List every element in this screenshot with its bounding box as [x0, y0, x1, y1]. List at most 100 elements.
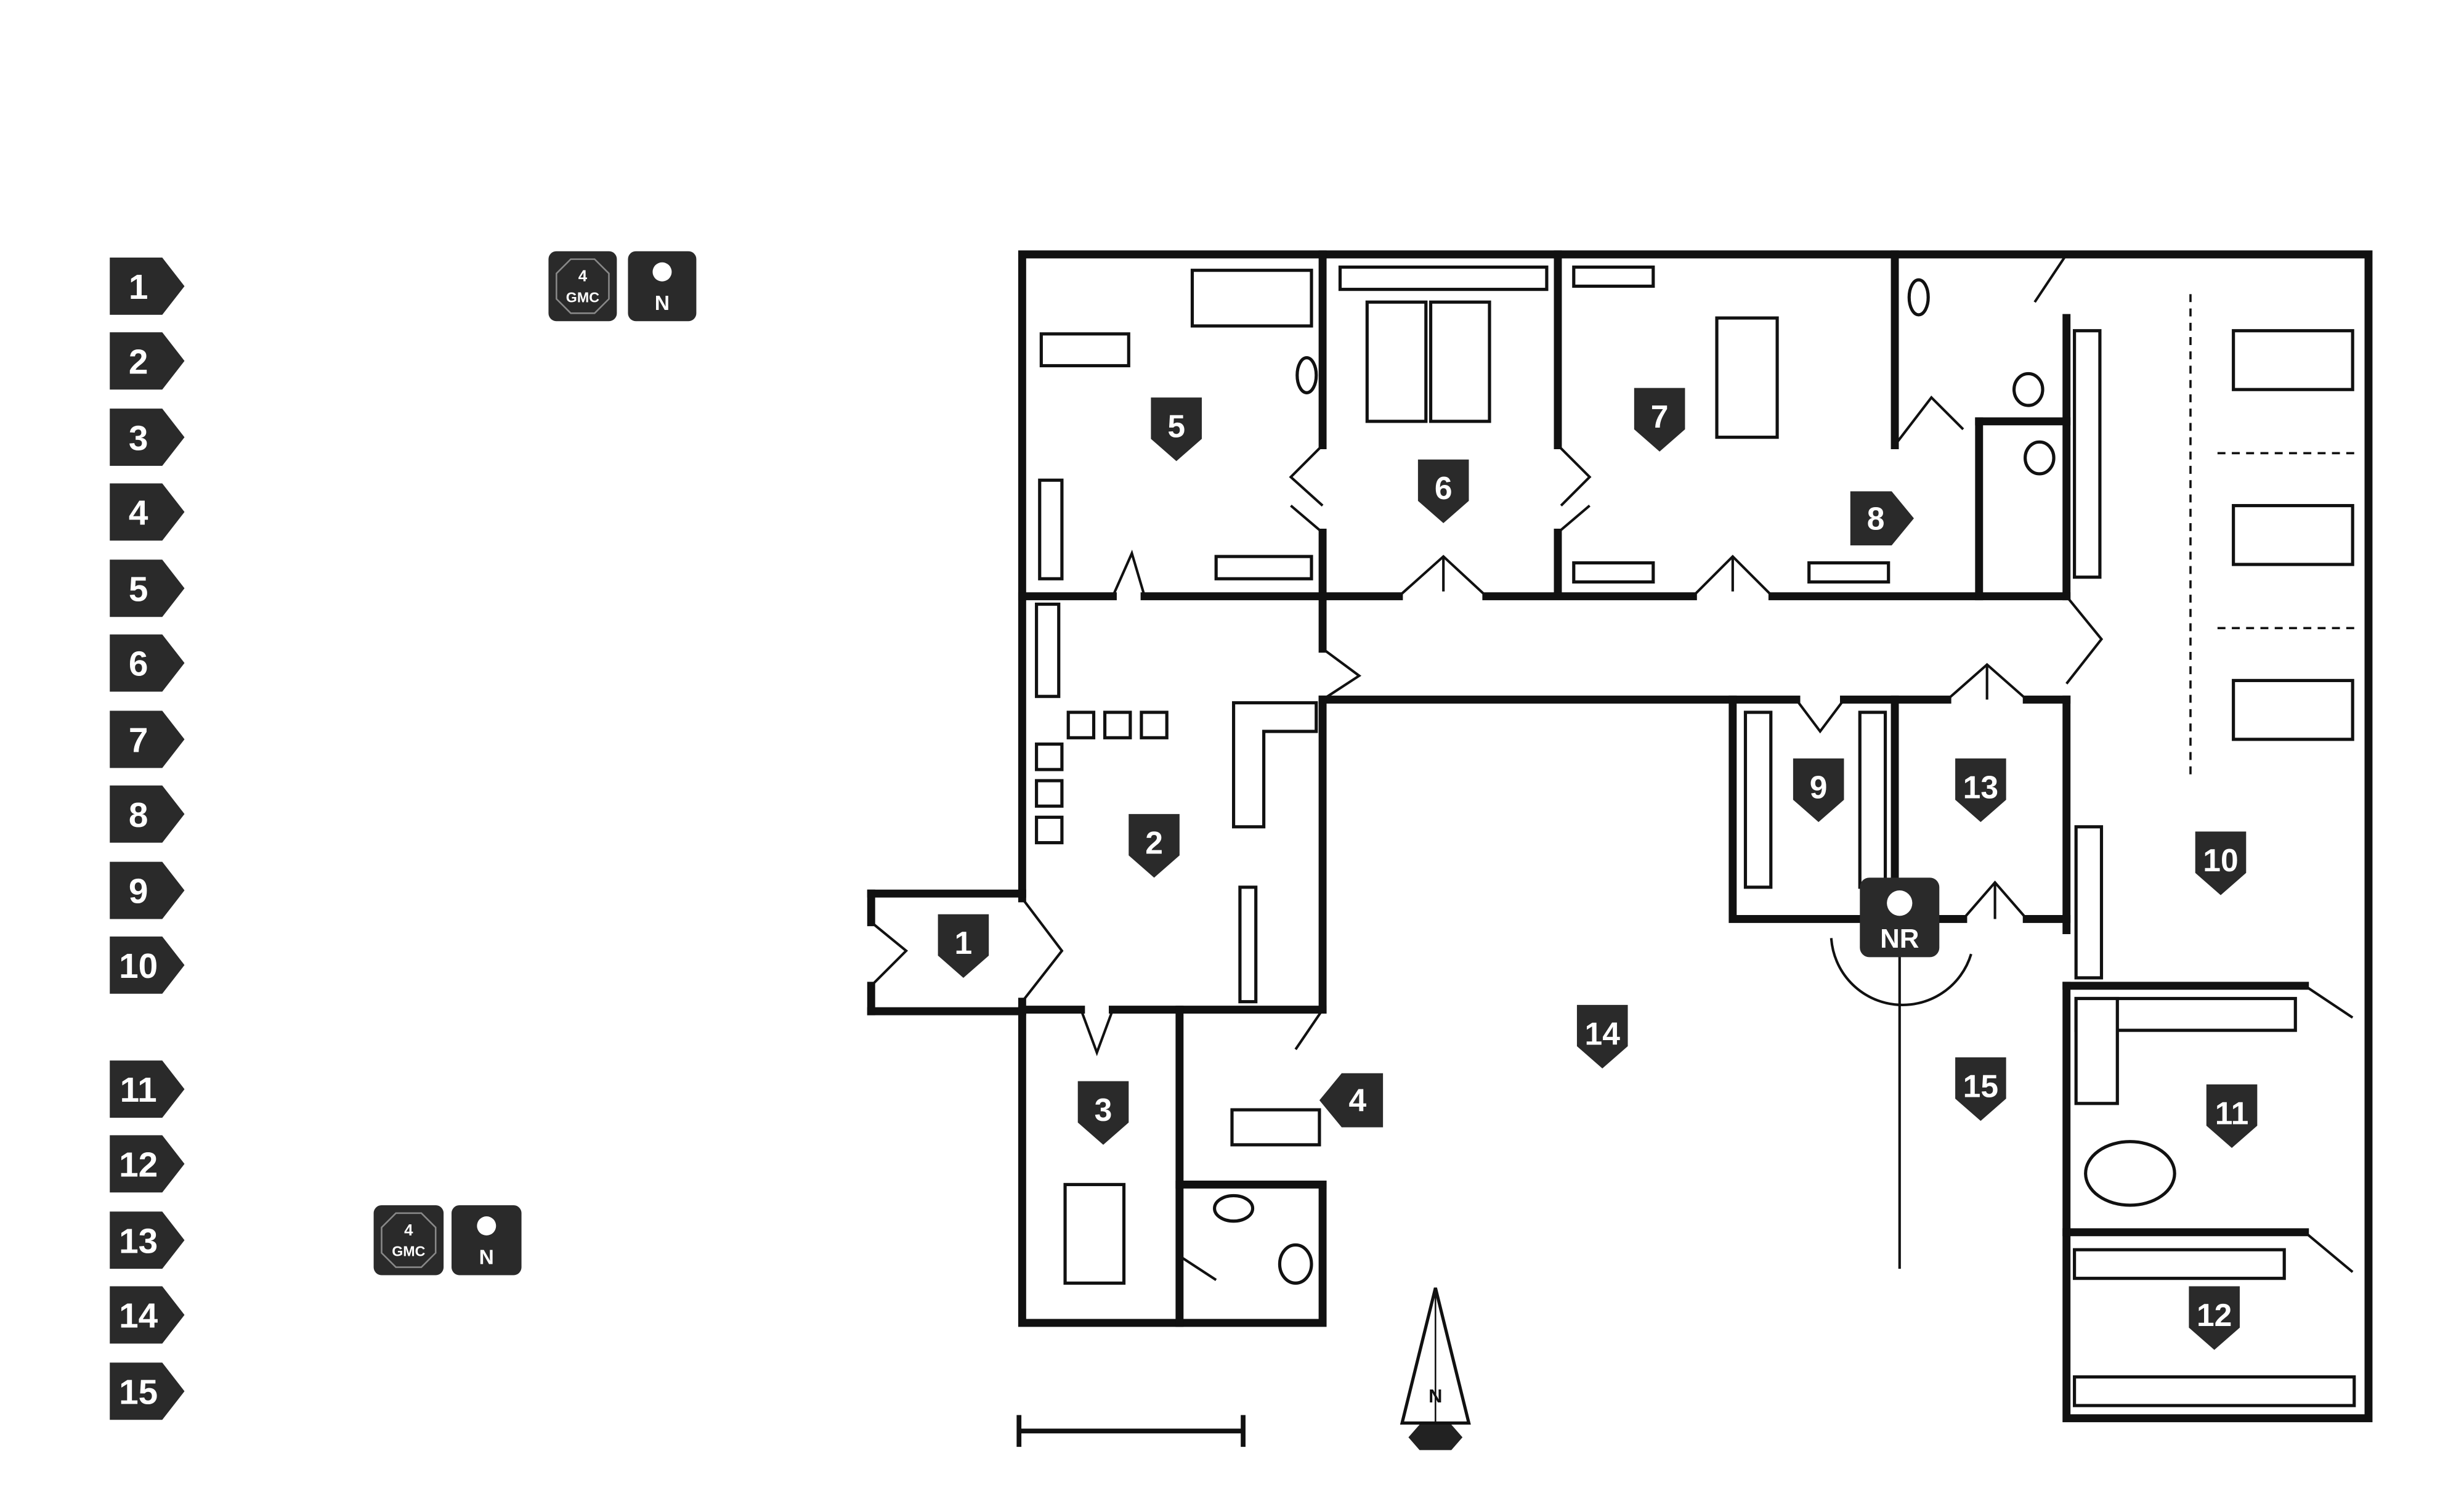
- legend-number: 11: [120, 1071, 157, 1110]
- gmc-icon: 4 GMC: [548, 251, 617, 322]
- marker-number: 7: [1651, 399, 1669, 434]
- marker-shape: [1129, 814, 1180, 878]
- legend-number: 3: [129, 419, 148, 458]
- tag-shape: [110, 1135, 185, 1193]
- room-marker-14[interactable]: 14: [1576, 1004, 1628, 1069]
- marker-shape: [1151, 397, 1202, 462]
- marker-shape: [1955, 1057, 2006, 1121]
- compass-label: N: [1429, 1385, 1442, 1407]
- marker-shape: [1850, 491, 1914, 546]
- tag-shape: [110, 483, 185, 541]
- legend-tag-8: 8: [110, 785, 185, 843]
- marker-number: 12: [2197, 1297, 2232, 1333]
- marker-number: 15: [1963, 1068, 1998, 1104]
- marker-number: 14: [1585, 1015, 1621, 1051]
- n-text: N: [479, 1246, 494, 1269]
- marker-shape: [2195, 831, 2247, 895]
- tag-shape: [110, 559, 185, 617]
- marker-shape: [1793, 758, 1844, 823]
- legend-number: 15: [119, 1373, 158, 1412]
- n-icon: N: [452, 1205, 522, 1275]
- tag-shape: [110, 936, 185, 994]
- doors-furniture: [870, 253, 2361, 1407]
- gmc-text: GMC: [566, 289, 599, 305]
- room-marker-15[interactable]: 15: [1955, 1057, 2006, 1121]
- legend-tag-12: 12: [110, 1135, 185, 1193]
- tag-shape: [110, 861, 185, 919]
- marker-number: 6: [1435, 470, 1453, 506]
- marker-number: 3: [1095, 1092, 1112, 1128]
- marker-number: 8: [1867, 500, 1885, 536]
- n-text: N: [655, 292, 670, 315]
- room-marker-7[interactable]: 7: [1634, 388, 1685, 452]
- tag-shape: [110, 1362, 185, 1420]
- tag-shape: [110, 1211, 185, 1269]
- marker-number: 10: [2203, 842, 2238, 878]
- marker-number: 1: [955, 925, 973, 961]
- legend-number: 9: [129, 873, 148, 911]
- legend-number: 1: [129, 268, 148, 307]
- scale-bar: [1016, 1415, 1246, 1447]
- legend-number: 7: [129, 722, 148, 760]
- n-icon: N: [628, 251, 697, 322]
- legend-tag-15: 15: [110, 1362, 185, 1420]
- marker-number: 9: [1810, 769, 1828, 805]
- marker-shape: [1319, 1073, 1384, 1128]
- room-marker-9[interactable]: 9: [1793, 758, 1844, 823]
- legend-number: 14: [119, 1297, 158, 1336]
- room-marker-3[interactable]: 3: [1077, 1081, 1129, 1145]
- marker-shape: [1576, 1004, 1628, 1069]
- legend-tag-11: 11: [110, 1060, 185, 1118]
- room-marker-2[interactable]: 2: [1129, 814, 1180, 878]
- room-marker-4[interactable]: 4: [1319, 1073, 1384, 1128]
- tag-shape: [110, 1060, 185, 1118]
- room-marker-6[interactable]: 6: [1417, 459, 1469, 523]
- marker-shape: [938, 914, 989, 978]
- room-marker-1[interactable]: 1: [938, 914, 989, 978]
- legend-number: 4: [129, 494, 148, 533]
- tag-shape: [110, 710, 185, 768]
- legend-tag-4: 4: [110, 483, 185, 541]
- room-marker-13[interactable]: 13: [1955, 758, 2006, 823]
- legend-number: 6: [129, 645, 148, 684]
- marker-shape: [1634, 388, 1685, 452]
- nr-marker[interactable]: NR: [1830, 877, 1972, 1269]
- marker-number: 11: [2215, 1095, 2249, 1131]
- room-marker-8[interactable]: 8: [1850, 491, 1914, 546]
- legend-tag-5: 5: [110, 559, 185, 617]
- legend-number: 12: [119, 1145, 158, 1184]
- legend-tag-10: 10: [110, 936, 185, 994]
- room-marker-5[interactable]: 5: [1151, 397, 1202, 462]
- tag-shape: [110, 332, 185, 390]
- marker-number: 4: [1349, 1083, 1367, 1118]
- tag-shape: [110, 258, 185, 315]
- legend-tag-14: 14: [110, 1286, 185, 1344]
- legend-tag-6: 6: [110, 634, 185, 692]
- marker-number: 13: [1963, 769, 1998, 805]
- legend-number: 8: [129, 796, 148, 835]
- nr-label: NR: [1880, 924, 1919, 954]
- walls: [867, 250, 2373, 1423]
- marker-shape: [1417, 459, 1469, 523]
- gmc-icon: 4 GMC: [373, 1205, 444, 1275]
- marker-shape: [1955, 758, 2006, 823]
- marker-number: 2: [1145, 825, 1163, 861]
- room-marker-11[interactable]: 11: [2206, 1084, 2258, 1149]
- marker-shape: [1077, 1081, 1129, 1145]
- legend-tag-9: 9: [110, 861, 185, 919]
- room-marker-12[interactable]: 12: [2189, 1286, 2240, 1350]
- legend-tag-13: 13: [110, 1211, 185, 1269]
- legend-tag-3: 3: [110, 409, 185, 466]
- gmc-number: 4: [404, 1222, 413, 1239]
- room-marker-10[interactable]: 10: [2195, 831, 2247, 895]
- gmc-text: GMC: [392, 1243, 425, 1259]
- legend-tag-1: 1: [110, 258, 185, 315]
- gmc-number: 4: [578, 268, 588, 285]
- tag-shape: [110, 409, 185, 466]
- legend-number: 5: [129, 570, 148, 609]
- tag-shape: [110, 1286, 185, 1344]
- tag-shape: [110, 634, 185, 692]
